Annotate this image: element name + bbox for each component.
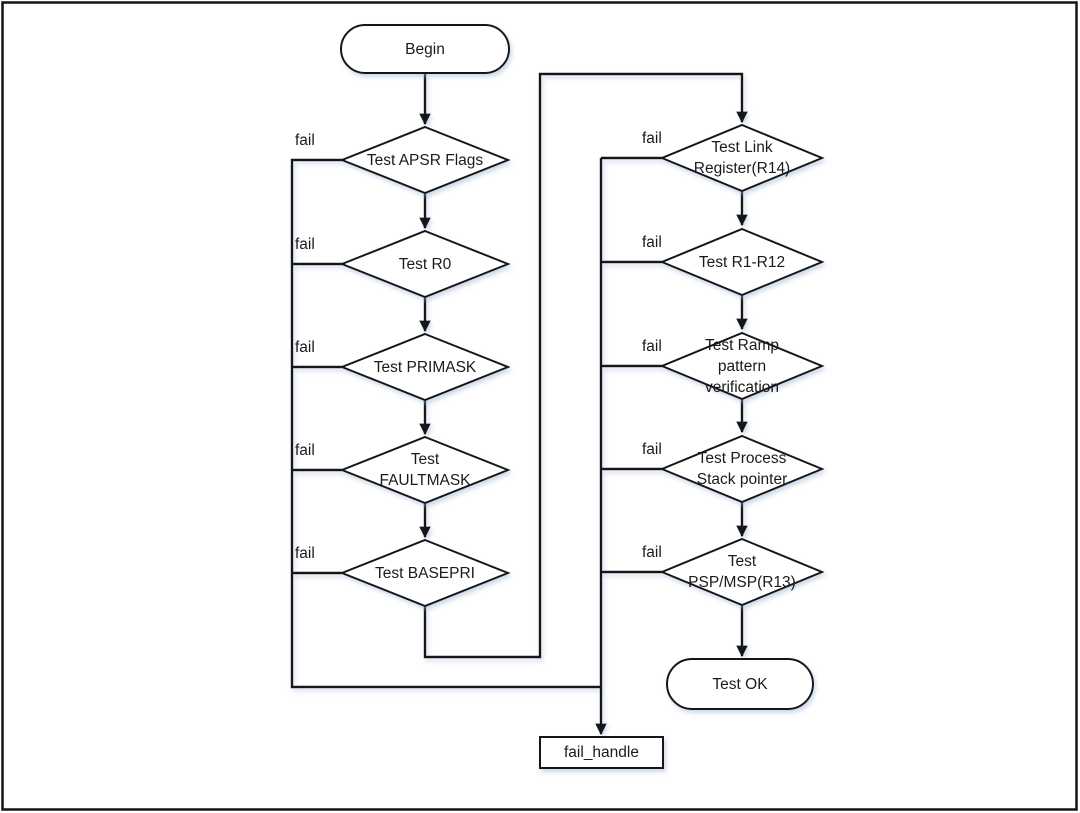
connector-basepri-to-link-register xyxy=(423,72,748,659)
decision-test-r0 xyxy=(339,229,511,299)
decision-test-link-register xyxy=(659,123,825,193)
decision-test-ramp-pattern xyxy=(659,331,825,401)
connector-group xyxy=(290,72,748,736)
terminator-test-ok xyxy=(666,658,814,710)
decision-test-process-stack xyxy=(659,434,825,504)
decision-test-psp-msp xyxy=(659,537,825,607)
fail-bus-left xyxy=(290,158,600,689)
terminator-begin xyxy=(340,24,510,74)
process-fail-handle xyxy=(539,736,664,769)
decision-test-faultmask xyxy=(339,435,511,505)
decision-test-r1-r12 xyxy=(659,227,825,297)
decision-test-primask xyxy=(339,332,511,402)
decision-test-basepri xyxy=(339,538,511,608)
decision-test-apsr-flags xyxy=(339,125,511,195)
shape-group xyxy=(339,24,825,769)
